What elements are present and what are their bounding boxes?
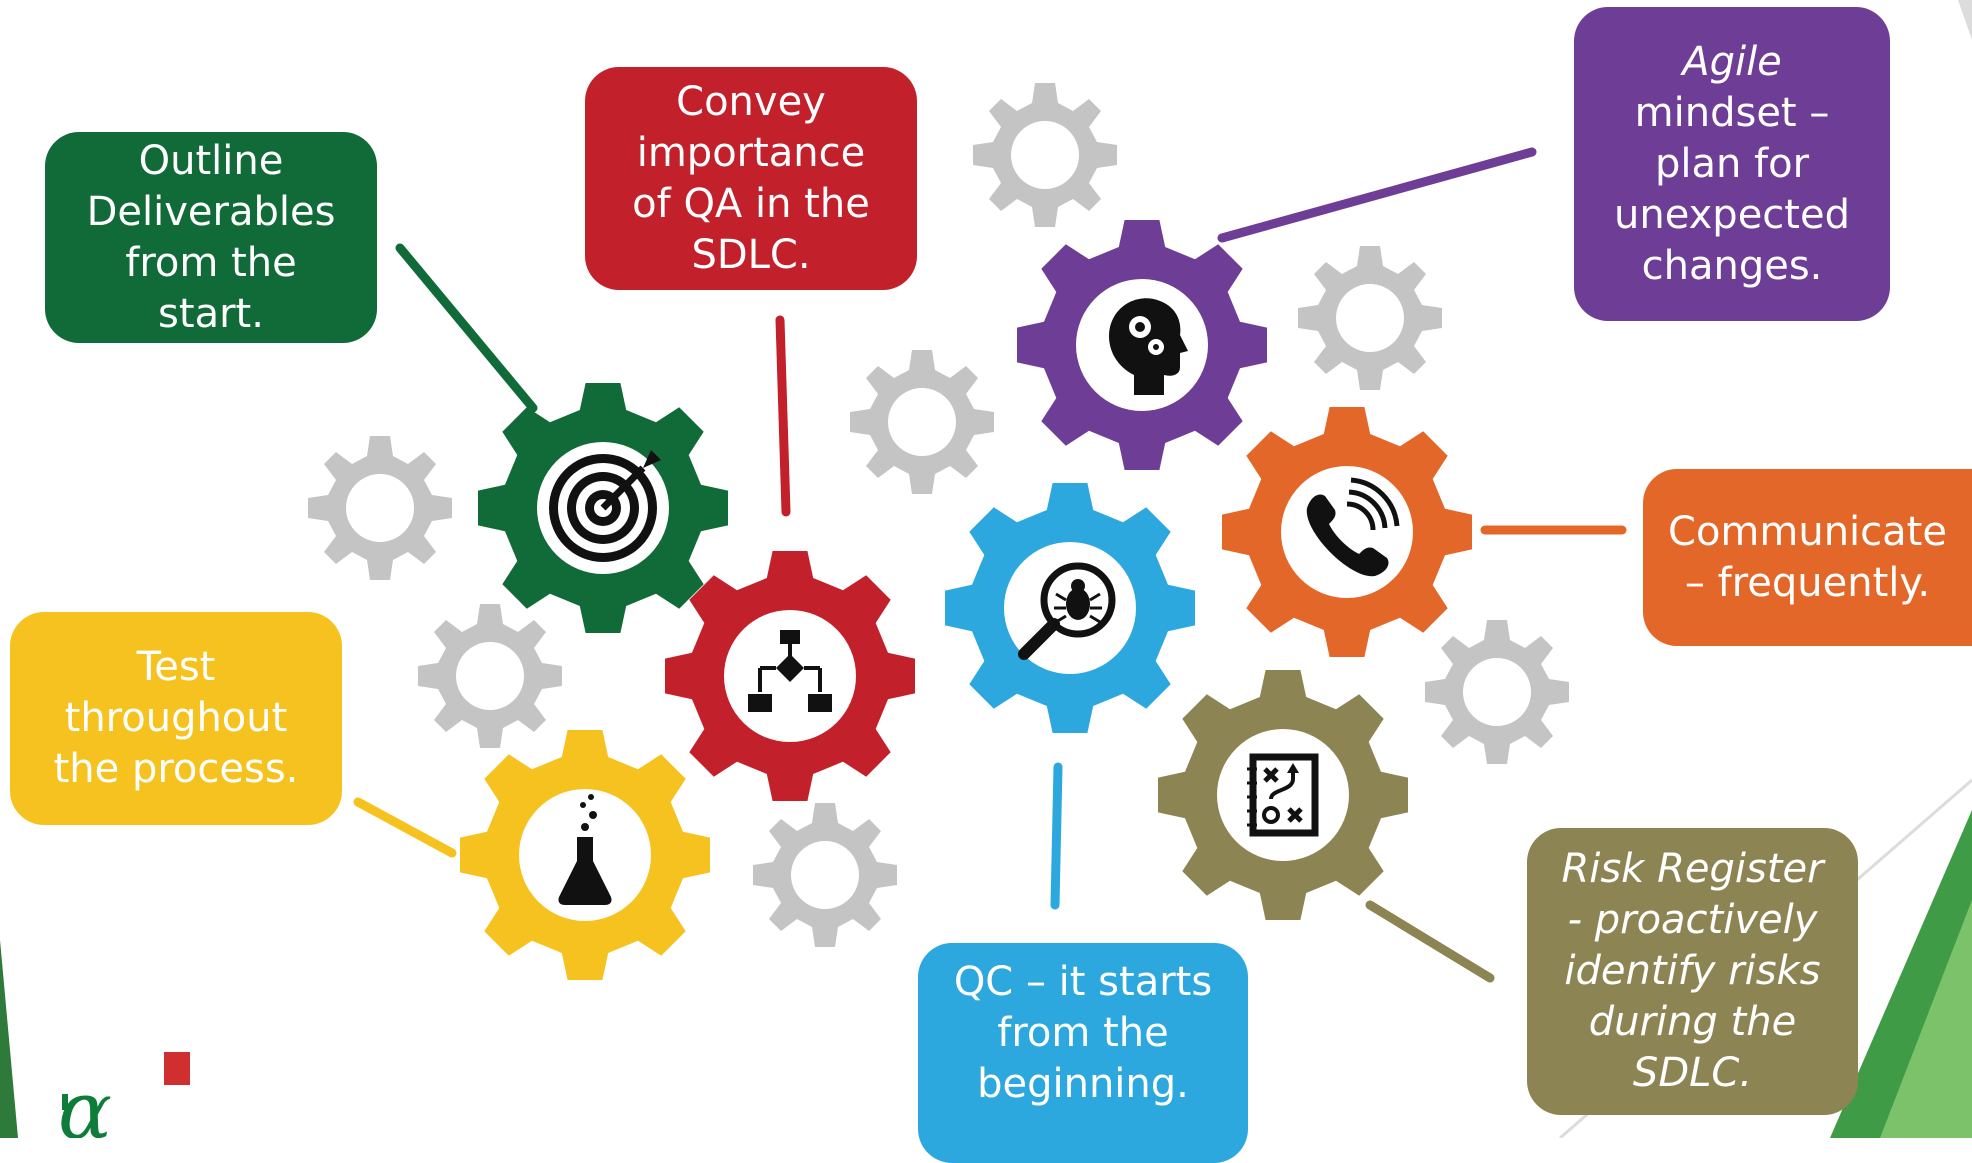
risk-register-box: Risk Register - proactively identify ris… — [1527, 828, 1858, 1115]
strategy-board-icon — [1247, 753, 1319, 837]
box-line: of QA in the — [632, 180, 870, 227]
box-line: during the — [1588, 999, 1797, 1045]
test-throughout-box: Test throughout the process. — [10, 612, 342, 825]
box-line: unexpected — [1614, 191, 1850, 238]
purple-gear — [1017, 220, 1267, 470]
box-line: importance — [636, 129, 866, 176]
light-green-corner-triangle — [1880, 900, 1972, 1138]
box-line: identify risks — [1564, 948, 1821, 994]
yellow-connector — [353, 797, 457, 858]
box-line: Risk Register — [1561, 846, 1824, 892]
gray-gear — [418, 604, 562, 748]
olive-connector — [1365, 900, 1495, 983]
communicate-box: Communicate – frequently. — [1643, 469, 1972, 646]
alpha-logo-icon: α — [58, 1052, 190, 1138]
box-line: beginning. — [977, 1060, 1189, 1107]
box-line: from the — [997, 1009, 1169, 1056]
gray-gear — [850, 350, 994, 494]
target-icon — [549, 450, 661, 562]
box-line: changes. — [1641, 242, 1823, 289]
gray-gear — [753, 803, 897, 947]
box-line: SDLC. — [691, 231, 811, 278]
box-line: from the — [125, 239, 297, 286]
box-line: QC – it starts — [953, 958, 1213, 1005]
red-connector — [775, 315, 791, 517]
convey-importance-box: Convey importance of QA in the SDLC. — [585, 67, 917, 290]
olive-gear — [1158, 670, 1408, 920]
gray-gear — [308, 436, 452, 580]
outline-deliverables-box: Outline Deliverables from the start. — [45, 132, 377, 343]
bug-search-icon — [1018, 562, 1116, 660]
box-line: start. — [158, 290, 264, 337]
purple-connector — [1217, 147, 1537, 243]
box-line: – frequently. — [1684, 559, 1931, 606]
green-gear — [478, 383, 728, 633]
box-line: throughout — [64, 695, 288, 741]
green-connector — [395, 243, 538, 413]
red-gear — [665, 551, 915, 801]
box-line: Outline — [138, 137, 284, 184]
flask-icon — [558, 794, 612, 905]
qa-gears-diagram: α — [0, 0, 1972, 1138]
flowchart-icon — [748, 630, 832, 712]
connector-lines — [353, 147, 1627, 983]
background-decoration — [0, 0, 1972, 1138]
phone-call-icon — [1306, 477, 1400, 577]
gray-gear — [1298, 246, 1442, 390]
box-line: SDLC. — [1632, 1050, 1753, 1096]
yellow-gear — [460, 730, 710, 980]
box-line: Convey — [676, 78, 826, 125]
gray-gear — [1425, 620, 1569, 764]
head-gears-icon — [1109, 298, 1188, 395]
box-line: Test — [136, 644, 216, 690]
decor-corner — [1958, 0, 1972, 40]
agile-mindset-box: Agile mindset – plan for unexpected chan… — [1574, 7, 1890, 321]
box-line: mindset – — [1634, 89, 1830, 136]
box-line: Agile — [1682, 38, 1782, 85]
box-line: Communicate — [1668, 508, 1947, 555]
gray-gears — [308, 83, 1569, 947]
blue-connector — [1050, 762, 1063, 910]
orange-gear — [1222, 407, 1472, 657]
blue-gear — [945, 483, 1195, 733]
gray-gear — [973, 83, 1117, 227]
left-corner-shape — [0, 940, 18, 1138]
box-line: the process. — [53, 746, 299, 792]
box-line: Deliverables — [86, 188, 336, 235]
box-line: - proactively — [1567, 897, 1818, 943]
box-line: plan for — [1654, 140, 1810, 187]
qc-starts-box: QC – it starts from the beginning. — [918, 943, 1248, 1163]
colored-gears — [460, 220, 1472, 980]
